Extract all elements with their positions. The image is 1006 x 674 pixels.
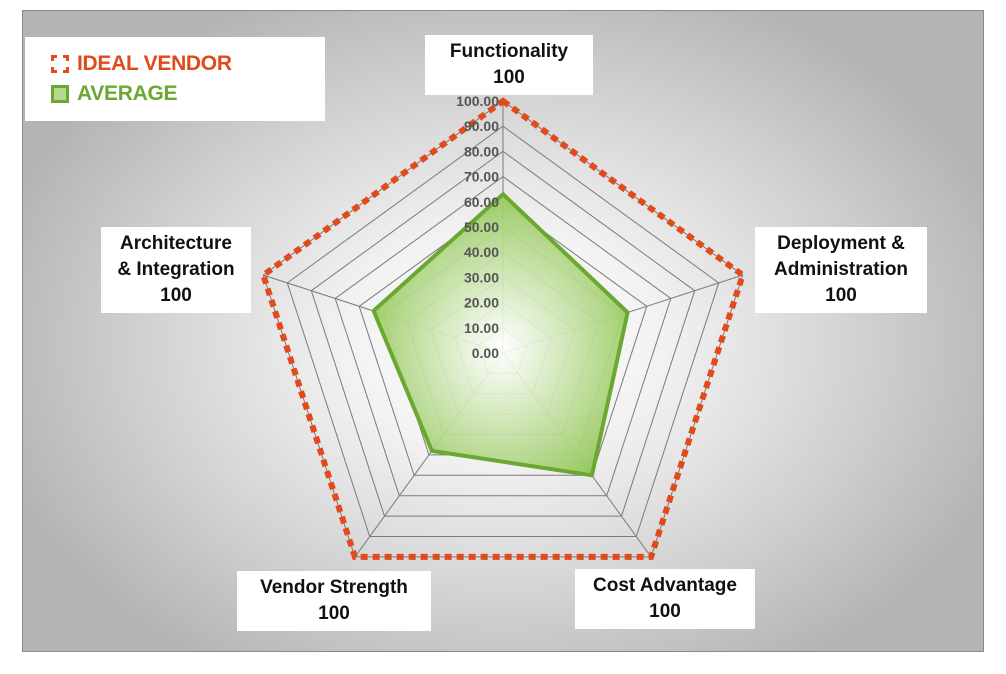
axis-label-line: Cost Advantage	[593, 575, 737, 596]
grid-ring	[310, 150, 696, 517]
tick-label: 60.00	[464, 194, 499, 210]
axis-label-line: Functionality	[449, 41, 569, 62]
axis-score: 100	[825, 285, 857, 306]
legend-swatch-ideal	[51, 55, 69, 73]
axis-score: 100	[160, 285, 192, 306]
axis-label-functionality: Functionality 100	[425, 35, 593, 95]
grid-ring	[358, 201, 648, 476]
axis-label-line: Architecture	[120, 233, 232, 254]
legend: IDEAL VENDOR AVERAGE	[25, 37, 325, 121]
legend-label-ideal: IDEAL VENDOR	[77, 52, 232, 75]
axis-score: 100	[493, 67, 525, 88]
axis-label-deployment-administration: Deployment & Administration 100	[755, 227, 927, 313]
series-average-area	[371, 192, 630, 478]
tick-label: 50.00	[464, 219, 499, 235]
chart-frame: 0.00 10.00 20.00 30.00 40.00 50.00 60.00 70.00 8…	[22, 10, 984, 652]
axis-label-line: & Integration	[117, 259, 235, 280]
tick-label: 90.00	[464, 118, 499, 134]
tick-label: 80.00	[464, 143, 499, 159]
series-ideal-vendor-outline	[259, 97, 747, 560]
tick-label: 10.00	[464, 320, 499, 336]
legend-item-average: AVERAGE	[51, 79, 325, 109]
grid-ring	[334, 175, 672, 497]
legend-label-average: AVERAGE	[77, 82, 178, 105]
tick-label: 100.00	[456, 93, 499, 109]
axis-label-architecture-integration: Architecture & Integration 100	[101, 227, 251, 313]
axis-label-cost-advantage: Cost Advantage 100	[575, 569, 755, 629]
axis-label-line: Administration	[773, 259, 909, 280]
grid-ring	[286, 125, 720, 537]
tick-label: 70.00	[464, 169, 499, 185]
tick-label: 20.00	[464, 295, 499, 311]
axis-score: 100	[318, 603, 350, 624]
tick-label: 30.00	[464, 269, 499, 285]
axis-label-line: Vendor Strength	[260, 577, 408, 598]
legend-item-ideal-vendor: IDEAL VENDOR	[51, 49, 325, 79]
legend-swatch-average	[51, 85, 69, 103]
tick-label: 0.00	[472, 345, 499, 361]
axis-score: 100	[649, 601, 681, 622]
tick-label: 40.00	[464, 244, 499, 260]
axis-label-vendor-strength: Vendor Strength 100	[237, 571, 431, 631]
radar-chart: 0.00 10.00 20.00 30.00 40.00 50.00 60.00 70.00 8…	[259, 93, 747, 560]
axis-label-line: Deployment &	[777, 233, 905, 254]
